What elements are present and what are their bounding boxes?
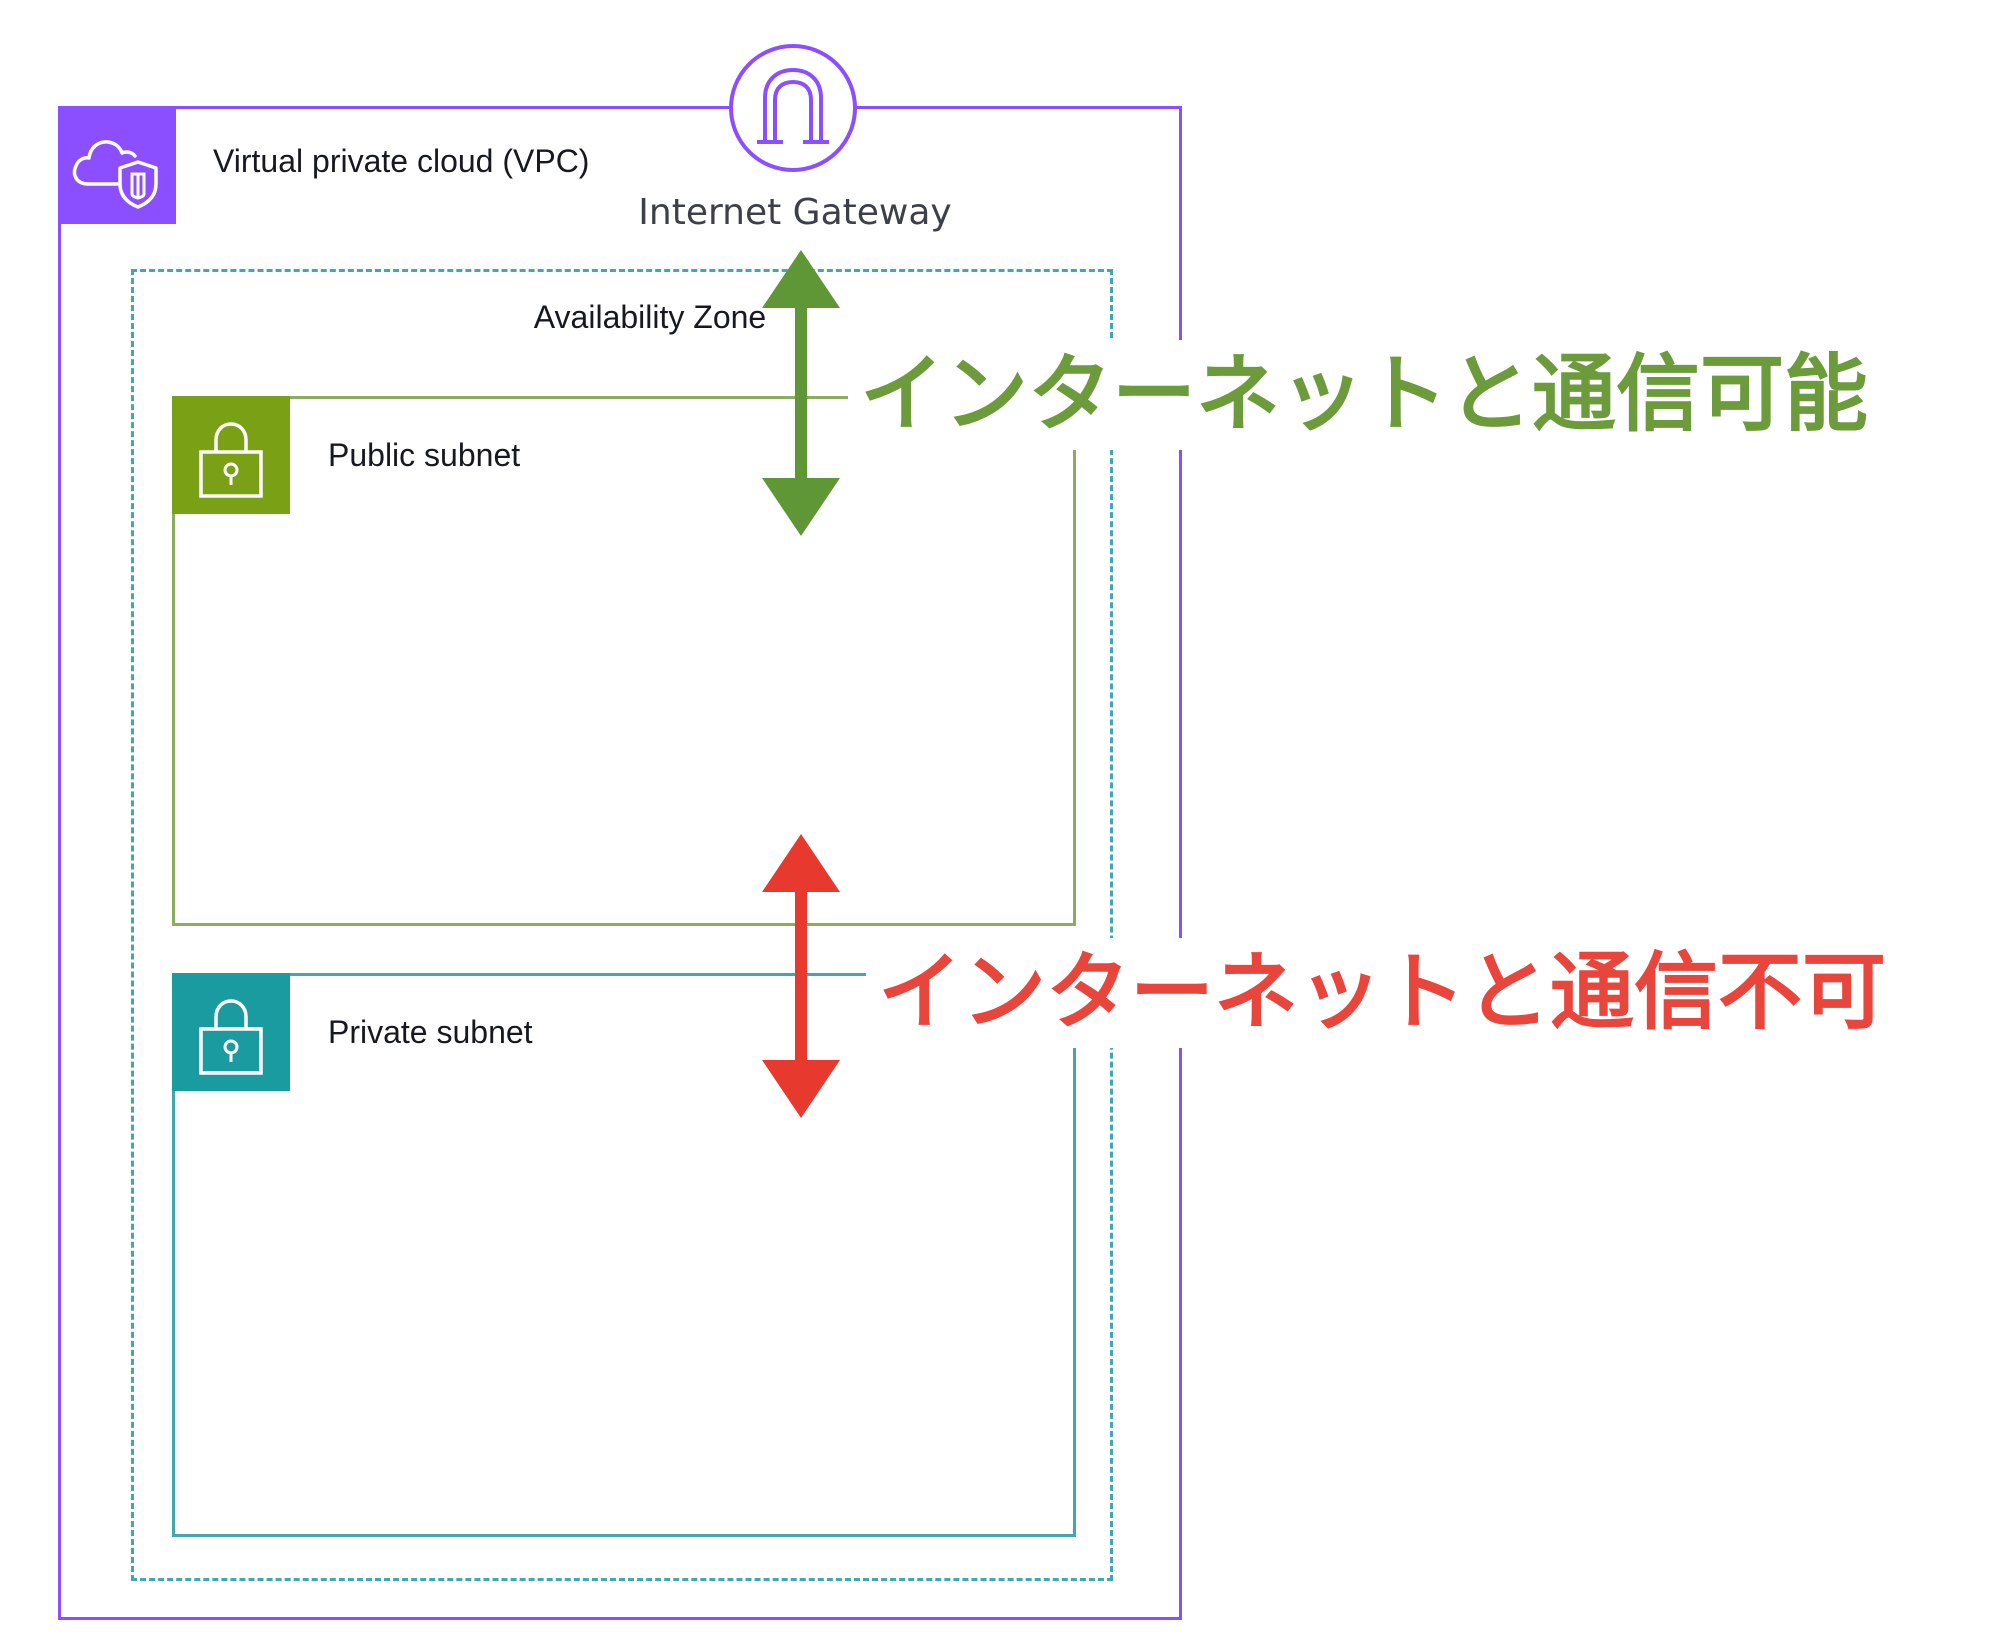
internet-gateway-label: Internet Gateway: [638, 192, 952, 233]
vpc-icon: [58, 106, 176, 224]
annotation-can-communicate: インターネットと通信可能: [848, 340, 1879, 450]
annotation-cannot-communicate: インターネットと通信不可: [866, 938, 1897, 1048]
vpc-container: [58, 106, 1182, 1620]
internet-gateway-icon: [727, 42, 859, 174]
private-subnet-container: [172, 973, 1076, 1537]
vpc-label: Virtual private cloud (VPC): [213, 143, 590, 179]
private-subnet-lock-icon: [172, 973, 290, 1091]
availability-zone-container: [131, 269, 1113, 1581]
availability-zone-label: Availability Zone: [533, 299, 767, 335]
public-subnet-container: [172, 396, 1076, 926]
public-subnet-lock-icon: [172, 396, 290, 514]
public-subnet-label: Public subnet: [328, 437, 521, 473]
private-subnet-label: Private subnet: [328, 1014, 533, 1050]
